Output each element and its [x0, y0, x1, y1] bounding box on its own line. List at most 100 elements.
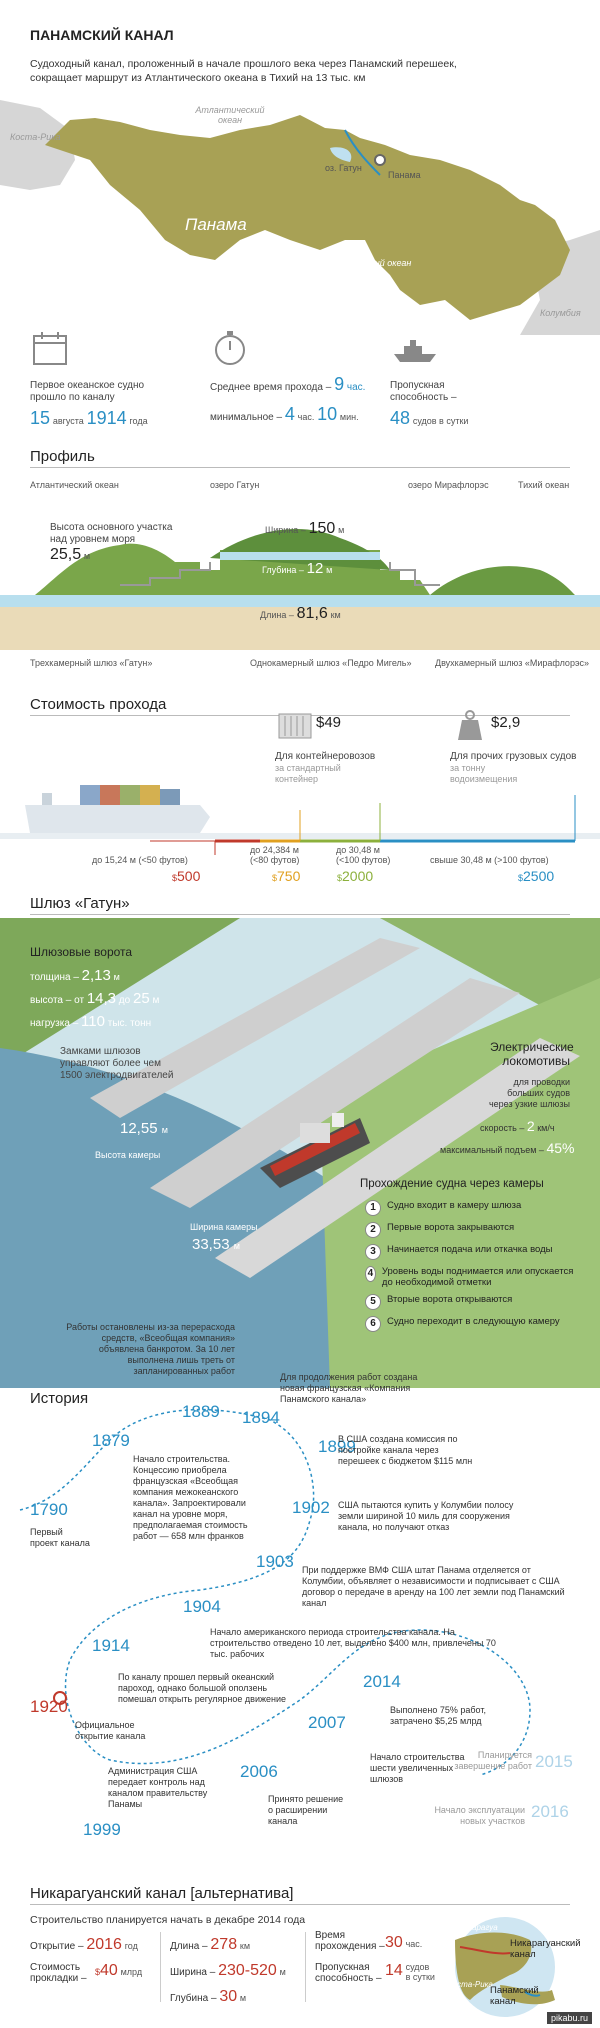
- nic-width-label: Ширина –: [170, 1967, 216, 1978]
- nic-length: Длина – 278 км: [170, 1936, 250, 1954]
- nic-opening-unit: год: [124, 1941, 138, 1951]
- lock-rule: [30, 914, 570, 915]
- profile-atlantic-label: Атлантический океан: [30, 480, 119, 490]
- min-hours: 4: [284, 404, 295, 424]
- step-text: Судно входит в камеру шлюза: [387, 1200, 522, 1211]
- first-ship-month: августа: [52, 416, 84, 426]
- step-item: 1 Судно входит в камеру шлюза: [365, 1200, 575, 1216]
- year-1999: 1999: [83, 1820, 121, 1839]
- nic-capacity-number: 14: [385, 1962, 403, 1979]
- map-label-panama-city: Панама: [388, 170, 421, 180]
- nic-time-label-1: Время: [315, 1930, 346, 1941]
- nic-map-panama-2: канал: [490, 1996, 516, 2007]
- avg-time-unit: час.: [346, 382, 366, 393]
- first-ship-year: 1914: [86, 408, 127, 428]
- profile-length-value: 81,6: [296, 605, 328, 622]
- nic-capacity-label-2: способность –: [315, 1973, 382, 1984]
- history-timeline: [19, 1408, 531, 1776]
- container-price-value: 49: [324, 714, 342, 731]
- panama-landmass: [45, 115, 570, 320]
- map-label-panama: Панама: [185, 215, 247, 234]
- year-1894: 1894: [242, 1408, 280, 1427]
- year-1889: 1889: [182, 1402, 220, 1421]
- profile-gatun-label: озеро Гатун: [210, 480, 260, 490]
- nic-cost-prefix: $: [95, 1967, 101, 1977]
- nic-depth-label: Глубина –: [170, 1993, 217, 2004]
- event-1790: Первый проект канала: [30, 1527, 90, 1548]
- cargo-price: $2,9: [491, 714, 521, 731]
- container-label: Для контейнеровозов: [275, 751, 376, 762]
- weight-icon: [458, 710, 482, 740]
- cargo-sub-1: за тонну: [450, 763, 486, 773]
- container-sub-1: за стандартный: [275, 763, 341, 773]
- steps-title: Прохождение судна через камеры: [360, 1178, 544, 1190]
- profile-pacific-label: Тихий океан: [518, 480, 570, 490]
- min-hours-unit: час.: [297, 412, 315, 422]
- nic-map-canal-2: канал: [510, 1949, 536, 1960]
- subtitle-line-2: сокращает маршрут из Атлантического океа…: [30, 72, 366, 84]
- profile-width-label: Ширина –: [265, 525, 306, 535]
- profile-depth-label: Глубина –: [262, 565, 304, 575]
- gate-load-value: 110: [81, 1013, 105, 1030]
- nic-cost-label-2: прокладки –: [30, 1973, 87, 1984]
- profile-height-unit: м: [83, 551, 91, 561]
- profile-lock-pedro: Однокамерный шлюз «Педро Мигель»: [250, 658, 412, 668]
- gate-motors-3: 1500 электродвигателей: [60, 1070, 174, 1081]
- loco-lift: максимальный подъем – 45%: [440, 1140, 574, 1156]
- event-2014: Выполнено 75% работ, затрачено $5,25 млр…: [390, 1705, 486, 1726]
- profile-lock-mira: Двухкамерный шлюз «Мирафлорэс»: [435, 658, 590, 668]
- gate-motors: Замками шлюзов управляют более чем 1500 …: [60, 1046, 173, 1082]
- first-ship-day: 15: [30, 408, 51, 428]
- step-number: 2: [365, 1222, 381, 1238]
- nic-time-value: 30 час.: [385, 1934, 422, 1952]
- map-label-atlantic: Атлантический океан: [195, 105, 265, 125]
- step-number: 1: [365, 1200, 381, 1216]
- nic-map-nicaragua: Никарагуа: [458, 1923, 498, 1932]
- year-1920: 1920: [30, 1697, 68, 1716]
- capacity-label-1: Пропускная: [390, 380, 445, 391]
- year-2015: 2015: [535, 1752, 573, 1771]
- step-number: 4: [365, 1266, 376, 1282]
- cargo-sub: за тонну водоизмещения: [450, 763, 517, 785]
- profile-diagram: [0, 528, 600, 650]
- loco-speed-label: скорость –: [480, 1123, 525, 1133]
- year-1902: 1902: [292, 1498, 330, 1517]
- loco-title-1: Электрические: [490, 1040, 574, 1054]
- stat-first-ship-label: Первое океанское судно прошло по каналу: [30, 380, 144, 404]
- event-1903: При поддержке ВМФ США штат Панама отделя…: [302, 1565, 565, 1608]
- capacity-value: 48: [390, 408, 411, 428]
- tier-1-range: до 15,24 м (<50 футов): [92, 855, 188, 865]
- loco-desc-1: для проводки: [513, 1077, 570, 1087]
- event-2007: Начало строительства шести увеличенных ш…: [370, 1752, 465, 1784]
- nic-length-label: Длина –: [170, 1941, 208, 1952]
- cargo-price-value: 2,9: [499, 714, 521, 731]
- stat-min-time: минимальное – 4 час. 10 мин.: [210, 405, 359, 424]
- event-1999: Администрация США передает контроль над …: [108, 1766, 208, 1809]
- gate-motors-2: управляют более чем: [60, 1058, 161, 1069]
- lock-illustration: [0, 918, 600, 1388]
- ship-icon: [394, 340, 436, 362]
- chamber-width-value: 33,53: [192, 1236, 230, 1253]
- page-subtitle: Судоходный канал, проложенный в начале п…: [30, 57, 457, 85]
- step-text: Начинается подача или откачка воды: [387, 1244, 553, 1255]
- loco-desc-3: через узкие шлюзы: [488, 1099, 570, 1109]
- nic-opening-value: 2016: [86, 1936, 122, 1953]
- chamber-width-label: Ширина камеры: [190, 1222, 258, 1232]
- cost-scale: [0, 785, 600, 855]
- profile-length: Длина – 81,6 км: [260, 605, 341, 623]
- container-sub: за стандартный контейнер: [275, 763, 341, 785]
- tier-3-price: $2000: [337, 868, 374, 884]
- gate-thickness-unit: м: [113, 972, 120, 982]
- tier-1-price: $500: [172, 868, 201, 884]
- nic-capacity-value: 14 судов в сутки: [385, 1962, 435, 1982]
- loco-speed-unit: км/ч: [537, 1123, 555, 1133]
- chamber-width-unit: м: [233, 1241, 240, 1251]
- year-1904: 1904: [183, 1597, 221, 1616]
- event-1879: Начало строительства. Концессию приобрел…: [133, 1454, 248, 1541]
- page-title: ПАНАМСКИЙ КАНАЛ: [30, 27, 174, 43]
- panama-map: [0, 90, 600, 335]
- step-number: 6: [365, 1316, 381, 1332]
